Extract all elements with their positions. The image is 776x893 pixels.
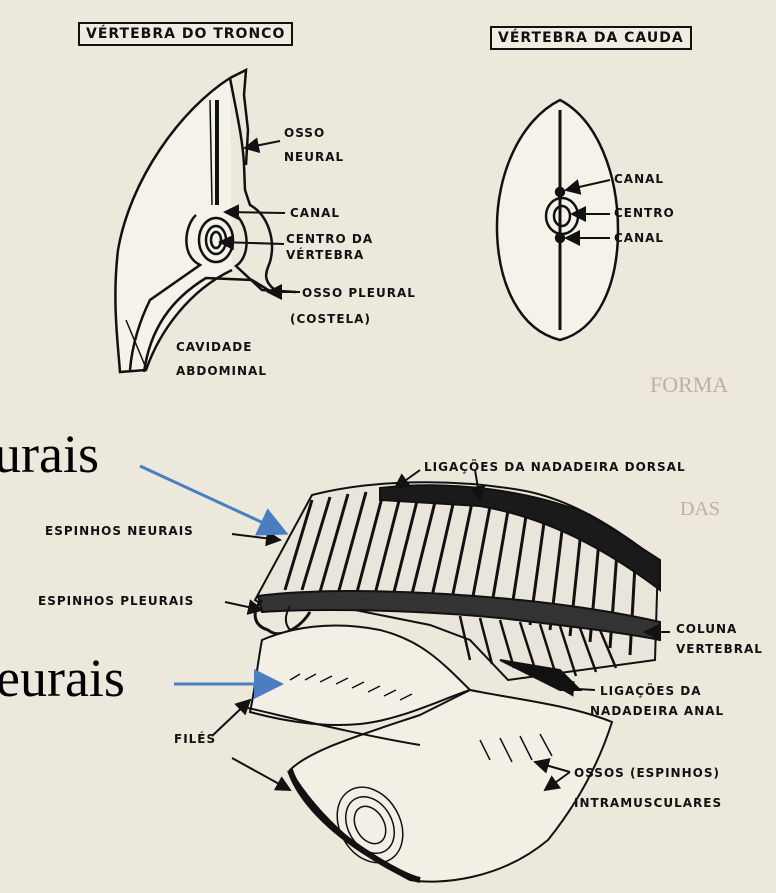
label-abdominal: ABDOMINAL [176,364,267,379]
label-espinhos-neurais: ESPINHOS NEURAIS [45,524,194,539]
blue-arrow-neurais [140,466,283,532]
label-canal-tail-bottom: CANAL [614,231,664,246]
label-osso-neural-1: OSSO [284,126,325,141]
title-trunk-vertebra: VÉRTEBRA DO TRONCO [78,22,293,46]
title-tail-vertebra: VÉRTEBRA DA CAUDA [490,26,692,50]
label-centro-da: CENTRO DA [286,232,373,247]
label-coluna: COLUNA [676,622,737,637]
label-cavidade: CAVIDADE [176,340,252,355]
label-canal-tail-top: CANAL [614,172,664,187]
overlay-label-pleurais: eurais [0,648,125,708]
label-centro-tail: CENTRO [614,206,675,221]
trunk-vertebra [115,70,296,372]
overlay-label-neurais: urais [0,424,99,484]
label-ossos-espinhos: OSSOS (ESPINHOS) [574,766,720,781]
label-files: FILÉS [174,732,216,747]
fish-skeleton [248,482,660,881]
tail-vertebra [497,100,618,340]
label-osso-neural-2: NEURAL [284,150,344,165]
label-ligacoes-dorsal: LIGAÇÕES DA NADADEIRA DORSAL [424,460,686,475]
label-osso-pleural: OSSO PLEURAL [302,286,416,301]
label-intramusculares: INTRAMUSCULARES [574,796,722,811]
label-vertebral: VERTEBRAL [676,642,763,657]
label-espinhos-pleurais: ESPINHOS PLEURAIS [38,594,194,609]
label-nadadeira-anal: NADADEIRA ANAL [590,704,724,719]
label-ligacoes-da: LIGAÇÕES DA [600,684,702,699]
label-costela: (COSTELA) [290,312,371,327]
label-canal-trunk: CANAL [290,206,340,221]
label-vertebra: VÉRTEBRA [286,248,364,263]
